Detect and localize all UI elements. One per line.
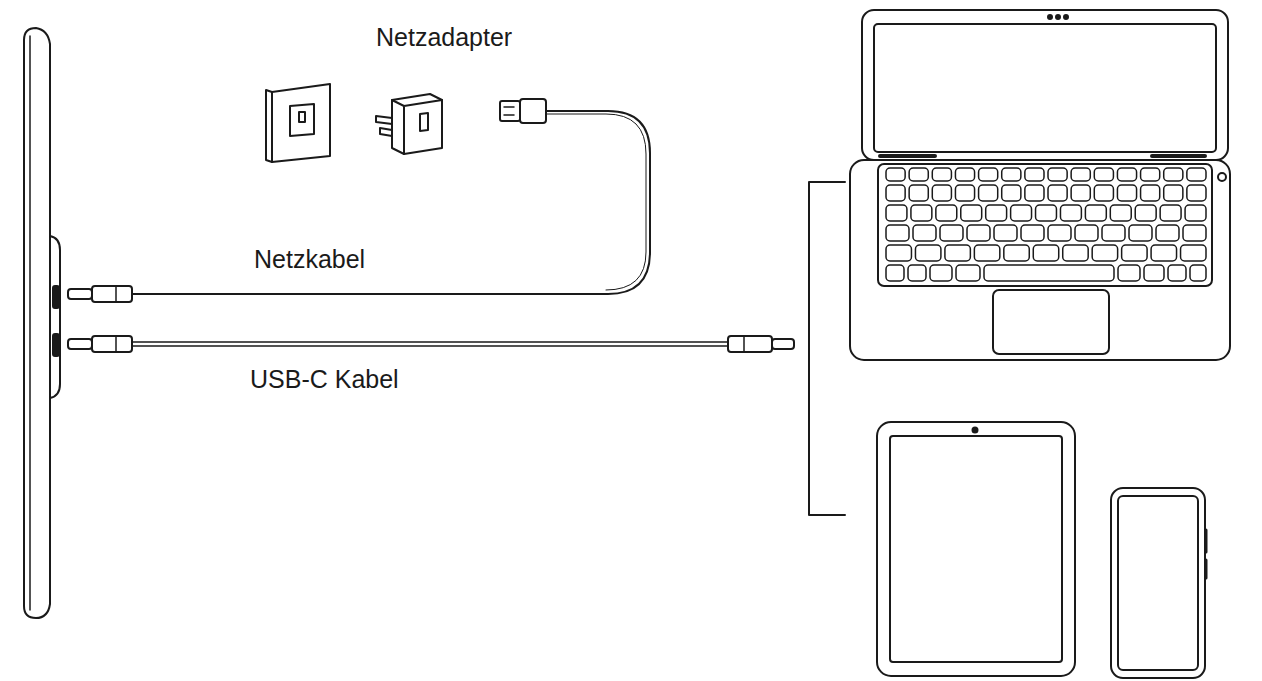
keyboard-key xyxy=(886,205,907,221)
keyboard-key xyxy=(945,245,970,261)
keyboard-key xyxy=(1094,168,1113,181)
keyboard-key xyxy=(1122,245,1147,261)
keyboard-key xyxy=(886,185,905,201)
keyboard-key xyxy=(1164,185,1183,201)
keyboard-key xyxy=(984,265,1114,281)
keyboard-key xyxy=(1048,225,1071,241)
keyboard-key xyxy=(915,245,940,261)
keyboard-key xyxy=(1025,168,1044,181)
keyboard-key xyxy=(1141,185,1160,201)
keyboard-key xyxy=(974,245,999,261)
keyboard-key xyxy=(1117,168,1136,181)
keyboard-key xyxy=(1025,185,1044,201)
keyboard-key xyxy=(1156,225,1179,241)
keyboard-key xyxy=(955,185,974,201)
tablet xyxy=(877,422,1075,676)
keyboard-key xyxy=(1075,225,1098,241)
keyboard-key xyxy=(932,185,951,201)
keyboard-key xyxy=(1187,185,1206,201)
keyboard-key xyxy=(1063,245,1088,261)
keyboard-key xyxy=(1102,225,1125,241)
keyboard-key xyxy=(1129,225,1152,241)
keyboard-key xyxy=(1185,205,1206,221)
keyboard-key xyxy=(1135,205,1156,221)
keyboard-key xyxy=(913,225,936,241)
keyboard-key xyxy=(1002,185,1021,201)
power-cable xyxy=(68,99,650,302)
keyboard-key xyxy=(1004,245,1029,261)
keyboard-key xyxy=(1183,225,1206,241)
keyboard-key xyxy=(1117,185,1136,201)
keyboard-key xyxy=(1181,245,1206,261)
keyboard-key xyxy=(886,245,911,261)
keyboard-key xyxy=(1110,205,1131,221)
keyboard-key xyxy=(1048,168,1067,181)
pen-display xyxy=(24,28,60,618)
keyboard-key xyxy=(909,185,928,201)
keyboard-key xyxy=(1085,205,1106,221)
device-bracket xyxy=(809,182,845,515)
keyboard-key xyxy=(1187,168,1206,181)
keyboard-key xyxy=(979,168,998,181)
part-label: Netzadapter xyxy=(374,22,514,52)
keyboard-key xyxy=(911,205,932,221)
keyboard-key xyxy=(886,265,904,281)
keyboard-key xyxy=(961,205,982,221)
keyboard-key xyxy=(1144,265,1164,281)
wall-socket xyxy=(266,84,330,162)
keyboard-key xyxy=(1011,205,1032,221)
keyboard-key xyxy=(967,225,990,241)
keyboard-key xyxy=(1151,245,1176,261)
keyboard-key xyxy=(909,168,928,181)
keyboard-key xyxy=(908,265,926,281)
keyboard-key xyxy=(940,225,963,241)
keyboard-key xyxy=(1094,185,1113,201)
keyboard-key xyxy=(1036,205,1057,221)
laptop xyxy=(850,10,1230,360)
keyboard-key xyxy=(1168,265,1186,281)
keyboard-key xyxy=(955,168,974,181)
keyboard-key xyxy=(936,205,957,221)
keyboard-key xyxy=(1092,245,1117,261)
keyboard-key xyxy=(1071,168,1090,181)
keyboard-key xyxy=(1033,245,1058,261)
keyboard-key xyxy=(886,225,909,241)
keyboard-key xyxy=(1118,265,1140,281)
keyboard-key xyxy=(1190,265,1206,281)
keyboard-key xyxy=(886,168,905,181)
power-adapter xyxy=(376,94,442,154)
usb-c-cable xyxy=(68,336,794,352)
keyboard-key xyxy=(1160,205,1181,221)
part-label: USB-C Kabel xyxy=(248,364,401,394)
keyboard-key xyxy=(1021,225,1044,241)
keyboard-key xyxy=(1071,185,1090,201)
keyboard-key xyxy=(994,225,1017,241)
keyboard-key xyxy=(932,168,951,181)
part-label: Netzkabel xyxy=(252,244,367,274)
keyboard-key xyxy=(1164,168,1183,181)
keyboard-key xyxy=(986,205,1007,221)
keyboard-key xyxy=(1060,205,1081,221)
keyboard-key xyxy=(956,265,980,281)
keyboard-key xyxy=(1002,168,1021,181)
phone xyxy=(1111,488,1206,678)
keyboard-key xyxy=(930,265,952,281)
keyboard-key xyxy=(1141,168,1160,181)
keyboard-key xyxy=(979,185,998,201)
keyboard-key xyxy=(1048,185,1067,201)
